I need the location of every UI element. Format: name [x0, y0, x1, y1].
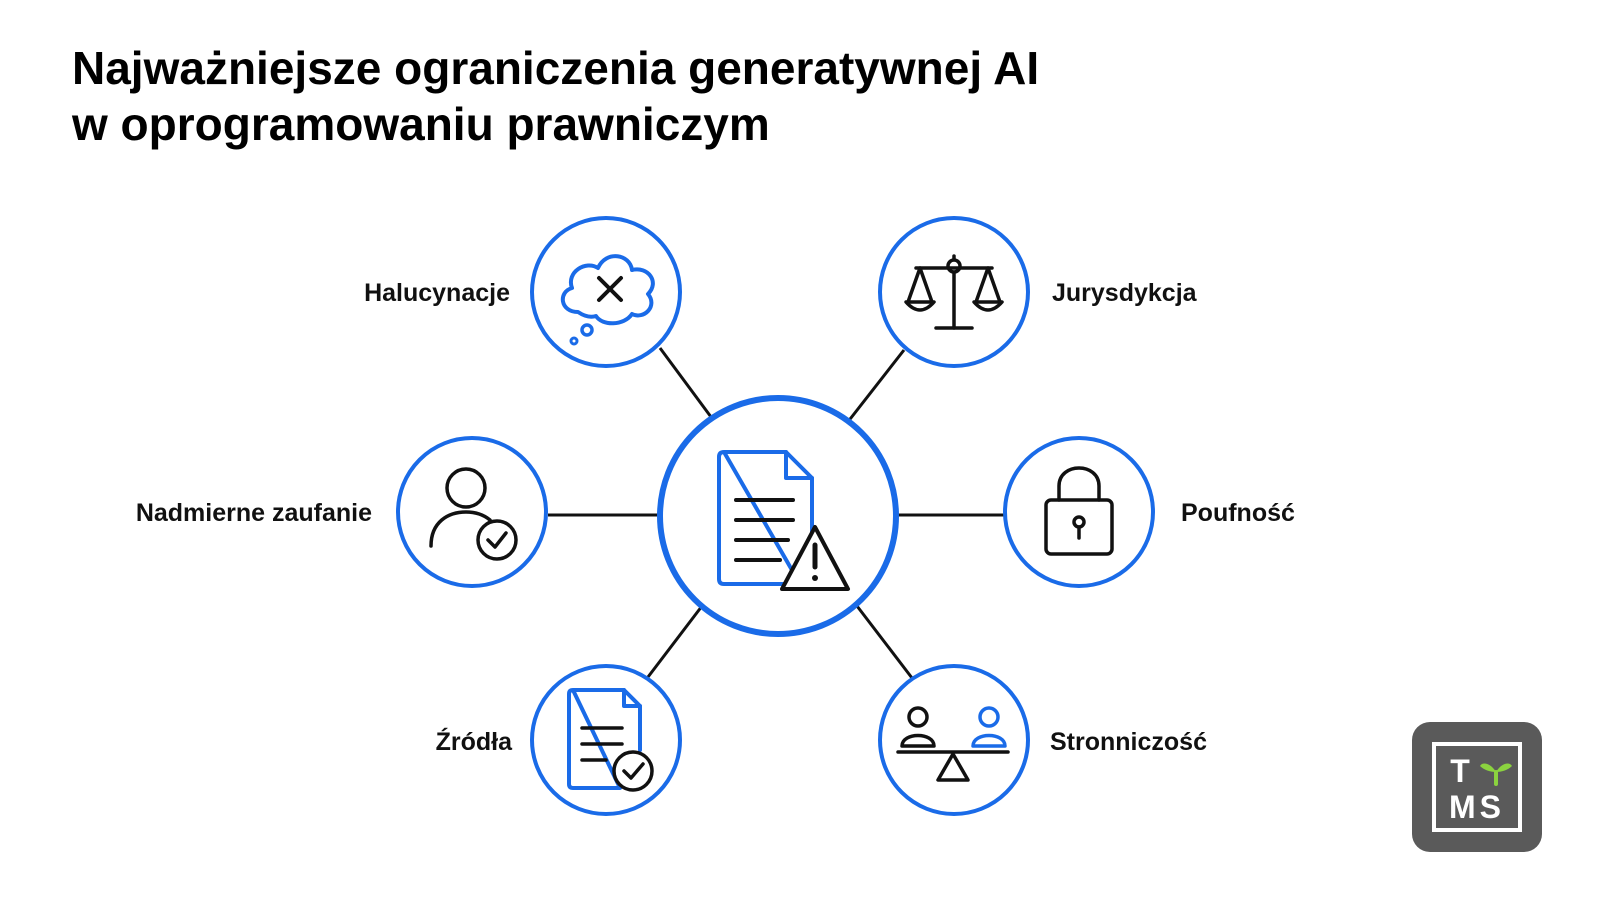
sprout-icon — [1480, 763, 1512, 786]
document-check-icon — [567, 688, 654, 792]
title-line-2: w oprogramowaniu prawniczym — [72, 98, 770, 150]
connector-jurysdykcja — [845, 349, 906, 424]
center-node — [657, 395, 899, 637]
node-jurysdykcja — [878, 216, 1030, 368]
node-halucynacje — [530, 216, 682, 368]
label-poufnosc: Poufność — [1181, 499, 1295, 527]
document-warning-icon — [717, 450, 850, 591]
node-zrodla — [530, 664, 682, 816]
tms-logo: T MS — [1412, 722, 1542, 852]
node-stronniczosc — [878, 664, 1030, 816]
connector-stronniczosc — [855, 605, 914, 679]
title-line-1: Najważniejsze ograniczenia generatywnej … — [72, 42, 1040, 94]
user-check-icon — [429, 467, 518, 561]
connectors — [548, 347, 1004, 679]
connector-zrodla — [646, 605, 704, 678]
label-halucynacje: Halucynacje — [364, 279, 510, 307]
biased-seesaw-icon — [896, 706, 1010, 782]
logo-text-bottom: MS — [1449, 789, 1505, 825]
connector-halucynacje — [658, 347, 716, 422]
thought-cloud-x-icon — [561, 254, 655, 346]
padlock-icon — [1044, 466, 1114, 556]
logo-text-top: T — [1450, 753, 1470, 789]
node-poufnosc — [1003, 436, 1155, 588]
label-nadmierne-zaufanie: Nadmierne zaufanie — [135, 499, 372, 527]
page-title: Najważniejsze ograniczenia generatywnej … — [72, 40, 1039, 152]
label-zrodla: Źródła — [435, 728, 512, 756]
scales-icon — [904, 254, 1004, 330]
label-jurysdykcja: Jurysdykcja — [1052, 279, 1197, 307]
label-stronniczosc: Stronniczość — [1050, 728, 1207, 756]
node-nadmierne-zaufanie — [396, 436, 548, 588]
